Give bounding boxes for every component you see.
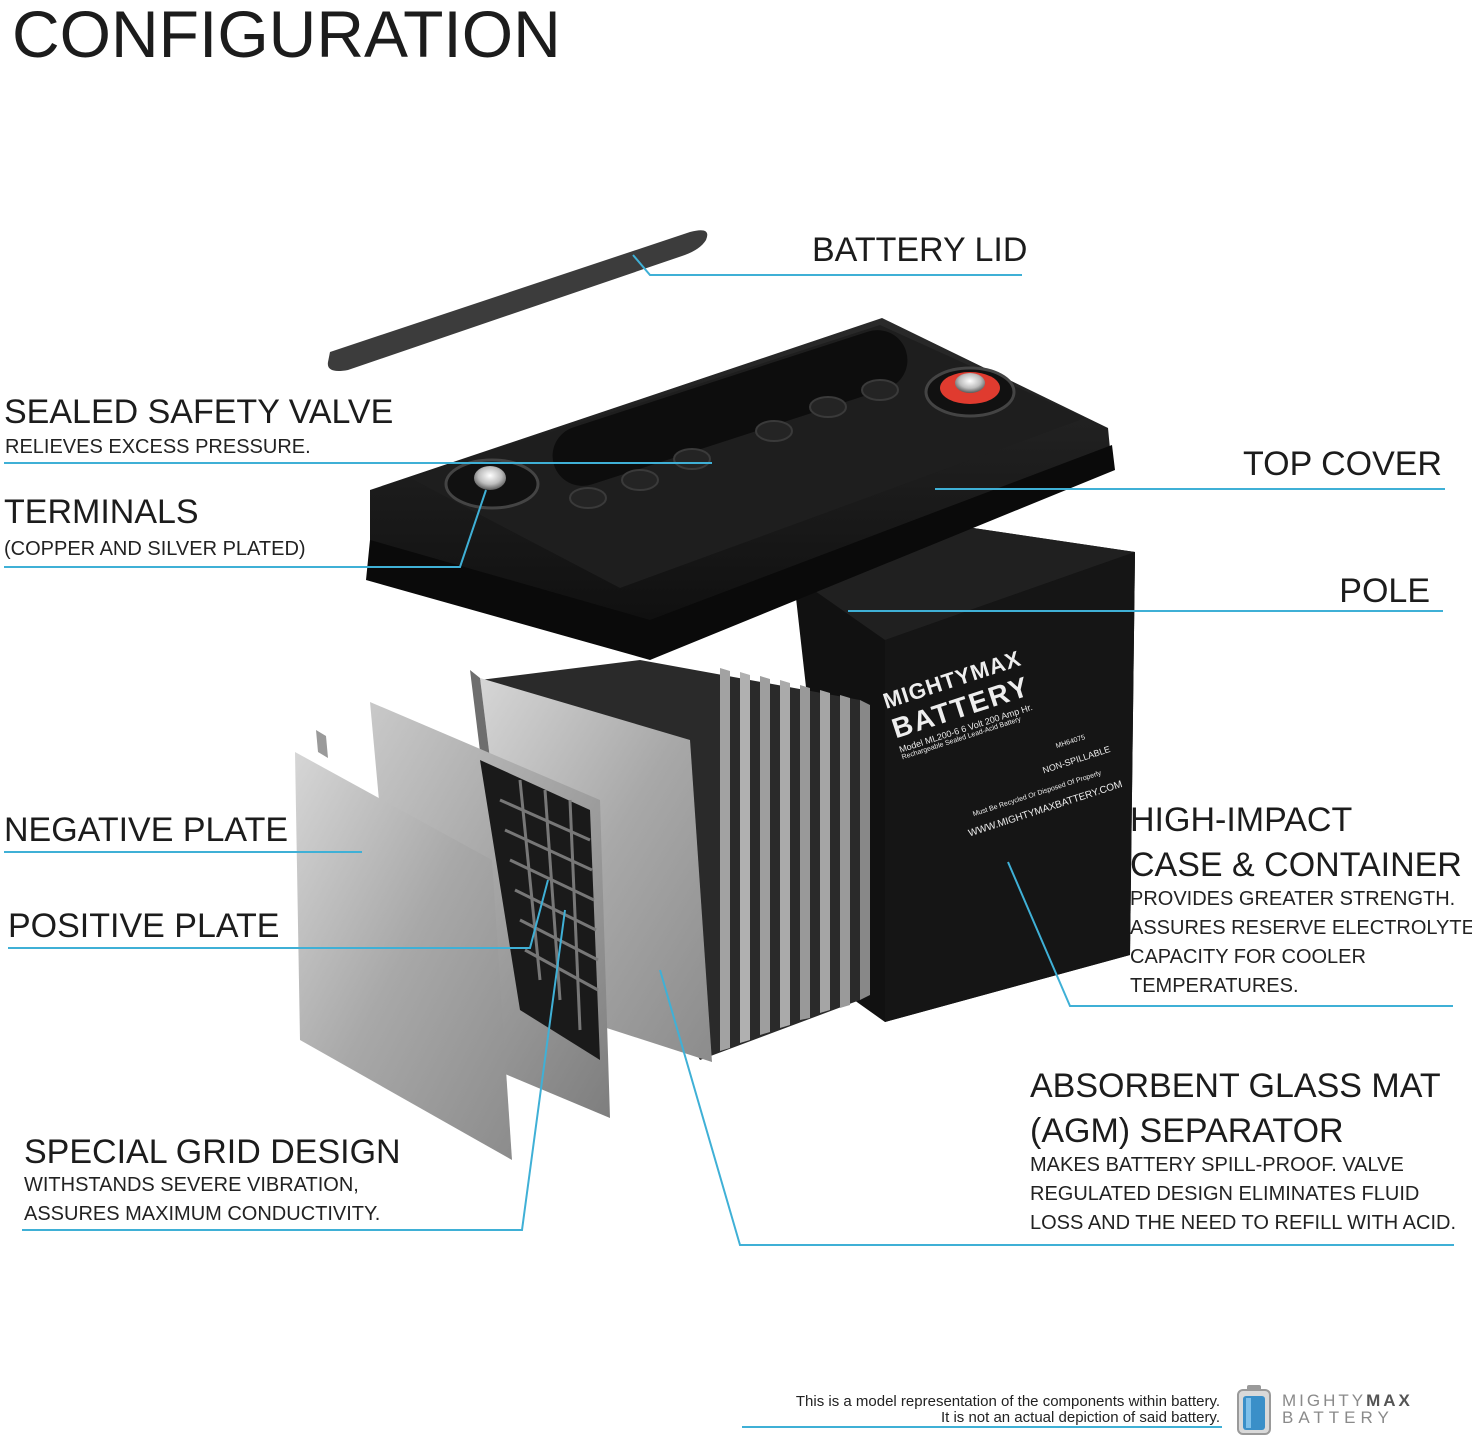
mightymax-battery-icon xyxy=(1232,1384,1276,1436)
negative-plate-shape xyxy=(295,752,512,1160)
grid-line-1: WITHSTANDS SEVERE VIBRATION, xyxy=(24,1174,359,1197)
sealed-valve-label: SEALED SAFETY VALVE xyxy=(4,393,394,431)
agm-title2: (AGM) SEPARATOR xyxy=(1030,1112,1344,1151)
footer-line-1: This is a model representation of the co… xyxy=(795,1393,1220,1410)
mightymax-logo-text: MIGHTYMAX BATTERY xyxy=(1282,1392,1413,1426)
case-line-4: TEMPERATURES. xyxy=(1130,974,1299,997)
logo-part1: MIGHTY xyxy=(1282,1391,1367,1410)
battery-lid-label: BATTERY LID xyxy=(812,231,1028,269)
case-line-1: PROVIDES GREATER STRENGTH. xyxy=(1130,887,1456,910)
positive-plate-label: POSITIVE PLATE xyxy=(8,907,280,945)
case-container xyxy=(785,500,1135,1022)
top-cover xyxy=(366,318,1115,660)
logo-part2: MAX xyxy=(1366,1391,1413,1410)
case-title2: CASE & CONTAINER xyxy=(1130,846,1462,885)
sticker-nonspill: NON-SPILLABLE xyxy=(1041,744,1112,776)
page-title: CONFIGURATION xyxy=(12,0,561,71)
footer-line-2: It is not an actual depiction of said ba… xyxy=(940,1409,1220,1426)
terminals-label: TERMINALS xyxy=(4,493,199,531)
case-line-2: ASSURES RESERVE ELECTROLYTE xyxy=(1130,916,1472,939)
grid-title: SPECIAL GRID DESIGN xyxy=(24,1133,401,1171)
case-line-3: CAPACITY FOR COOLER xyxy=(1130,945,1366,968)
logo-part3: BATTERY xyxy=(1282,1408,1394,1427)
footer-disclaimer: This is a model representation of the co… xyxy=(796,1394,1220,1426)
grid-line-2: ASSURES MAXIMUM CONDUCTIVITY. xyxy=(24,1203,381,1226)
leader-lines xyxy=(4,254,1454,1428)
case-label-block: HIGH-IMPACT CASE & CONTAINER PROVIDES GR… xyxy=(1130,801,1472,1001)
sealed-valve-sub: RELIEVES EXCESS PRESSURE. xyxy=(5,436,311,458)
battery-lid-shape xyxy=(327,230,708,371)
agm-line-3: LOSS AND THE NEED TO REFILL WITH ACID. xyxy=(1030,1211,1457,1234)
agm-label-block: ABSORBENT GLASS MAT (AGM) SEPARATOR MAKE… xyxy=(1030,1067,1457,1238)
agm-line-1: MAKES BATTERY SPILL-PROOF. VALVE xyxy=(1030,1153,1404,1176)
top-cover-label: TOP COVER xyxy=(1242,445,1442,483)
pole-label: POLE xyxy=(1339,572,1430,610)
grid-label-block: SPECIAL GRID DESIGN WITHSTANDS SEVERE VI… xyxy=(24,1133,401,1229)
negative-plate-label: NEGATIVE PLATE xyxy=(4,811,289,849)
terminals-sub: (COPPER AND SILVER PLATED) xyxy=(4,538,306,560)
case-title1: HIGH-IMPACT xyxy=(1130,801,1353,839)
agm-title1: ABSORBENT GLASS MAT xyxy=(1030,1067,1441,1105)
agm-line-2: REGULATED DESIGN ELIMINATES FLUID xyxy=(1030,1182,1420,1205)
